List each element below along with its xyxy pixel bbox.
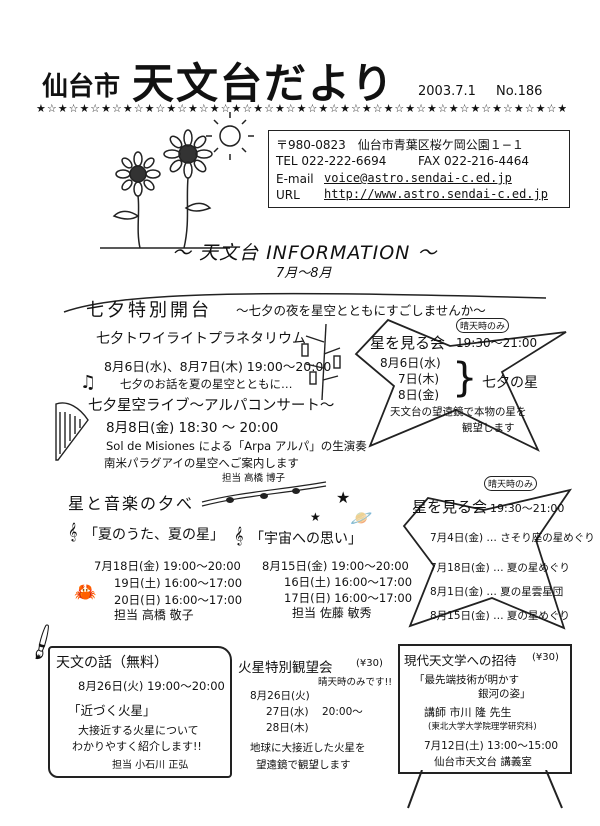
tanabata-title: 七夕特別開台	[86, 300, 212, 321]
website-link[interactable]: http://www.astro.sendai-c.ed.jp	[324, 187, 548, 201]
program-2-date-1: 8月15日(金) 19:00〜20:00	[262, 559, 409, 573]
summer-stargazing-row-2: 7月18日(金) … 夏の星めぐり	[430, 562, 570, 574]
url-label: URL	[276, 188, 300, 202]
planetarium-description: 七夕のお話を夏の星空とともに…	[120, 377, 293, 391]
modern-astronomy-board	[398, 644, 572, 774]
modern-astronomy-fee: (¥30)	[532, 652, 559, 663]
sunflower-illustration	[100, 112, 254, 249]
stargazing-title: 星を見る会	[370, 334, 446, 352]
mars-title: 火星特別観望会	[238, 660, 333, 676]
program-2-title: 「宇宙への思い」	[250, 531, 362, 547]
stargazing-date-2: 7日(木)	[398, 372, 439, 386]
music-note-icon: ♫	[80, 372, 97, 393]
issue-date: 2003.7.1	[418, 84, 476, 99]
tanabata-bracket	[63, 292, 547, 313]
stargazing-theme: 七夕の星	[482, 375, 538, 391]
lecture-title: 天文の話（無料）	[56, 655, 168, 671]
program-2-staff: 担当 佐藤 敏秀	[292, 606, 372, 620]
planetarium-dates: 8月6日(水)、8月7日(木) 19:00〜20:00	[104, 359, 332, 374]
crab-icon: 🦀	[74, 582, 97, 603]
bamboo-icon	[301, 323, 341, 401]
mars-description-2: 望遠鏡で観望します	[256, 759, 351, 771]
lecture-description-2: わかりやすく紹介します!!	[72, 740, 202, 753]
program-1-staff: 担当 高橋 敬子	[114, 608, 194, 622]
lecture-description-1: 大接近する火星について	[78, 724, 199, 737]
live-staff: 担当 高橋 博子	[222, 473, 286, 484]
fax: FAX 022-216-4464	[418, 154, 530, 168]
email-link[interactable]: voice@astro.sendai-c.ed.jp	[324, 171, 512, 185]
issue-number: No.186	[496, 84, 543, 99]
email-label: E-mail	[276, 172, 314, 186]
summer-stargazing-row-1: 7月4日(金) … さそり座の星めぐり	[430, 532, 595, 544]
board-easel-legs	[407, 770, 563, 809]
mars-time: 20:00〜	[322, 706, 363, 718]
modern-venue: 仙台市天文台 講義室	[434, 756, 532, 768]
modern-affiliation: (東北大学大学院理学研究科)	[428, 722, 537, 732]
info-heading: 〜 天文台 INFORMATION 〜	[172, 242, 438, 264]
summer-stargazing-weather-badge: 晴天時のみ	[484, 476, 538, 491]
modern-astronomy-title: 現代天文学への招待	[404, 653, 517, 668]
stargazing-date-3: 8日(金)	[398, 388, 439, 402]
saturn-icon: 🪐	[350, 508, 373, 529]
live-description-1: Sol de Misiones による「Arpa アルパ」の生演奏	[106, 439, 367, 453]
newsletter-title: 天文台だより	[132, 59, 396, 108]
star-icon: ★	[310, 510, 321, 524]
telephone: TEL 022-222-6694	[276, 154, 387, 168]
mars-fee: (¥30)	[356, 658, 383, 669]
lecture-staff: 担当 小石川 正弘	[112, 760, 189, 771]
program-2-date-2: 16日(土) 16:00〜17:00	[284, 575, 413, 589]
lecture-date: 8月26日(火) 19:00〜20:00	[78, 679, 225, 693]
stargazing-description-2: 観望します	[462, 422, 515, 434]
program-1-date-3: 20日(日) 16:00〜17:00	[114, 593, 243, 607]
music-note-icon: 𝄞	[68, 522, 78, 541]
live-description-2: 南米パラグアイの星空へご案内します	[104, 456, 299, 470]
harp-icon	[55, 402, 89, 461]
planetarium-title: 七夕トワイライトプラネタリウム	[96, 331, 306, 347]
contact-box	[268, 130, 570, 208]
program-2-date-3: 17日(日) 16:00〜17:00	[284, 591, 413, 605]
mars-note: 晴天時のみです!!	[318, 677, 393, 688]
stargazing-date-1: 8月6日(水)	[380, 356, 441, 370]
music-note-icon: 𝄞	[234, 526, 244, 545]
summer-stargazing-row-4: 8月15日(金) … 夏の星めぐり	[430, 610, 570, 622]
program-1-title: 「夏のうた、夏の星」	[84, 527, 224, 543]
lecture-box	[48, 646, 232, 778]
mars-description-1: 地球に大接近した火星を	[250, 742, 366, 754]
info-period: 7月〜8月	[276, 266, 332, 281]
modern-date: 7月12日(土) 13:00〜15:00	[424, 740, 559, 752]
stargazing-brace: }	[452, 355, 478, 401]
stargazing-weather-badge: 晴天時のみ	[456, 318, 510, 333]
mars-date-2: 27日(水)	[266, 706, 309, 718]
address: 〒980-0823 仙台市青葉区桜ケ岡公園１−１	[276, 138, 524, 152]
stargazing-description-1: 天文台の望遠鏡で本物の星を	[390, 406, 527, 418]
modern-lecturer: 講師 市川 隆 先生	[424, 706, 512, 719]
mars-date-3: 28日(木)	[266, 722, 309, 734]
music-section-title: 星と音楽の夕べ	[68, 494, 195, 513]
city-name: 仙台市	[42, 72, 121, 102]
summer-stargazing-title: 星を見る会	[412, 498, 488, 516]
modern-topic-2: 銀河の姿」	[478, 688, 531, 700]
star-divider: ★☆★☆★☆★☆★☆★☆★☆★☆★☆★☆★☆★☆★☆★☆★☆★☆★☆★☆★☆★☆…	[36, 102, 566, 115]
summer-stargazing-star-shape	[402, 488, 573, 630]
stargazing-time: 19:30〜21:00	[456, 336, 538, 350]
modern-topic-1: 「最先端技術が明かす	[414, 674, 519, 686]
live-date: 8月8日(金) 18:30 〜 20:00	[106, 420, 279, 436]
tanabata-subtitle: 〜七夕の夜を星空とともにすごしませんか〜	[236, 303, 486, 318]
lecture-topic: 「近づく火星」	[68, 703, 156, 718]
live-title: 七夕星空ライブ〜アルパコンサート〜	[88, 398, 335, 414]
program-1-date-1: 7月18日(金) 19:00〜20:00	[94, 559, 241, 573]
mars-date-1: 8月26日(火)	[250, 690, 310, 702]
music-staff-icon	[201, 481, 327, 507]
program-1-date-2: 19日(土) 16:00〜17:00	[114, 576, 243, 590]
summer-stargazing-time: 19:30〜21:00	[490, 502, 565, 515]
stargazing-star-shape	[354, 318, 567, 452]
star-icon: ★	[336, 488, 351, 507]
summer-stargazing-row-3: 8月1日(金) … 夏の星雲星団	[430, 586, 564, 598]
